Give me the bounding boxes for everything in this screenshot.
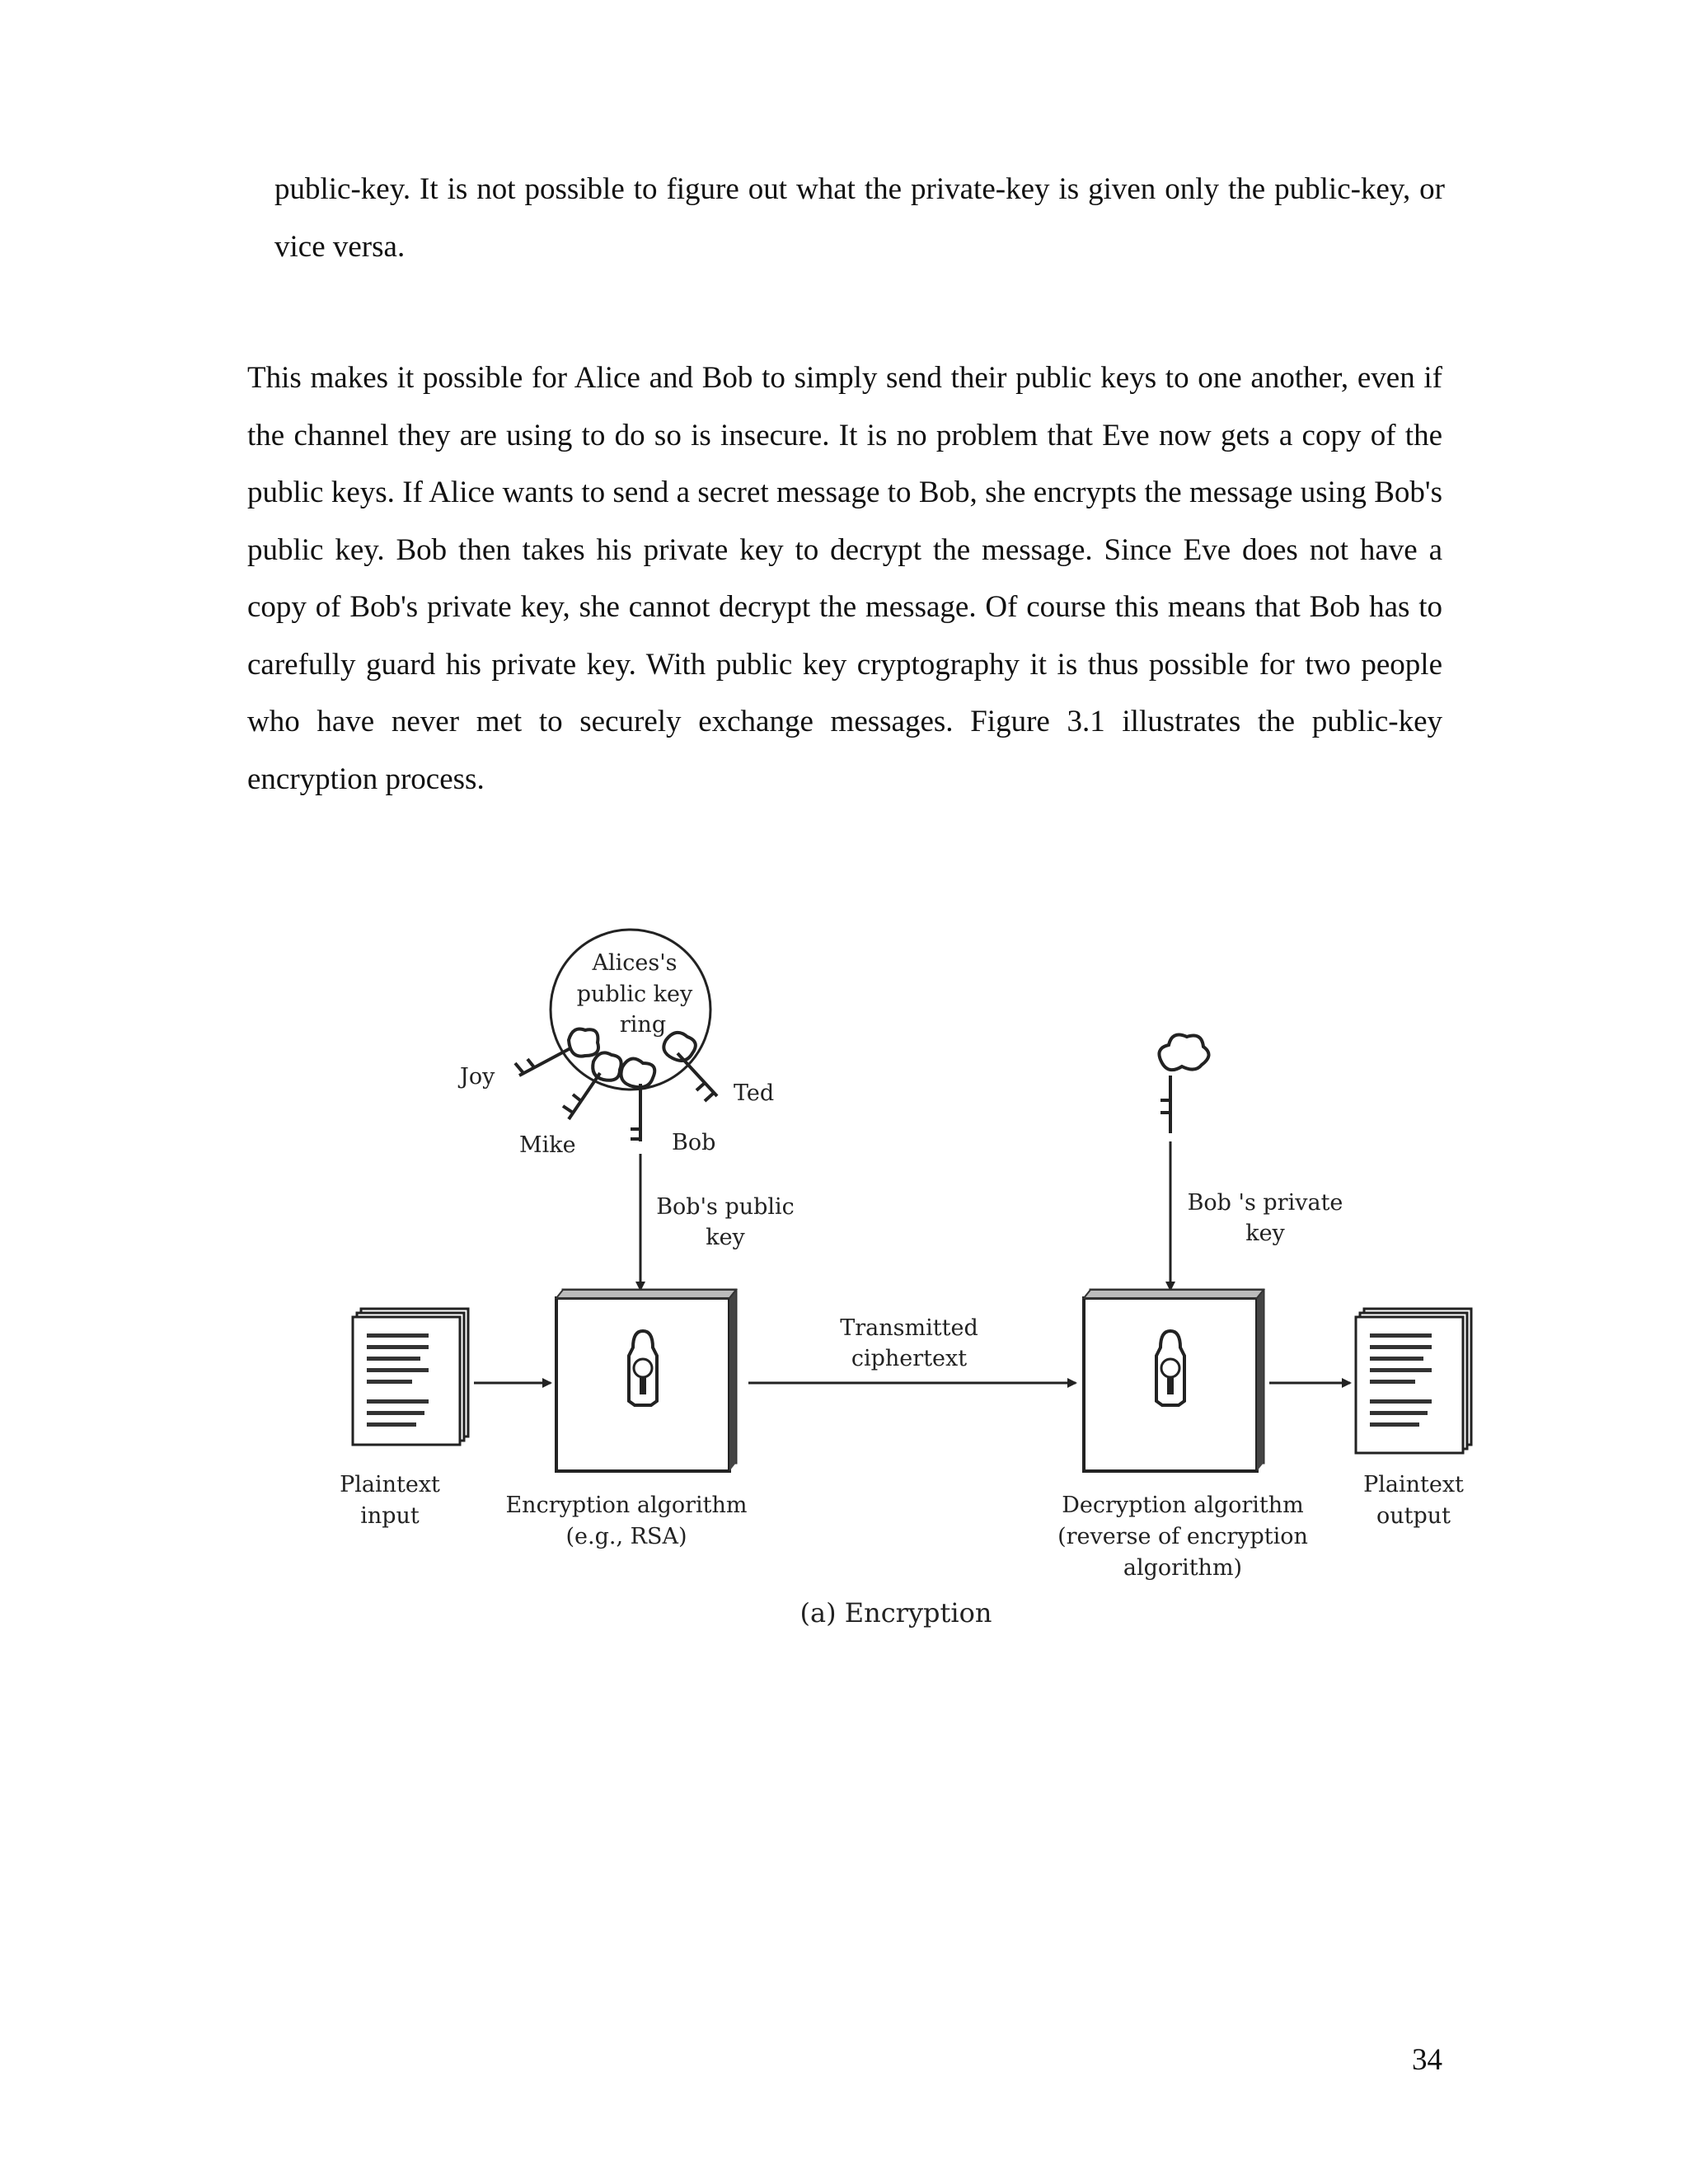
page-number: 34: [1412, 2043, 1442, 2077]
decryption-lock-icon: [1082, 1288, 1265, 1473]
body-paragraph-text: This makes it possible for Alice and Bob…: [247, 361, 1442, 796]
private-key-icon: [1157, 1033, 1211, 1133]
bobs-private-key-label-1: Bob 's private: [1188, 1190, 1343, 1216]
decryption-algorithm-label-1: Decryption algorithm: [1062, 1493, 1304, 1518]
plaintext-output-label-1: Plaintext: [1363, 1472, 1464, 1497]
continued-paragraph: public-key. It is not possible to figure…: [274, 161, 1445, 276]
joy-label: Joy: [457, 1064, 495, 1090]
decryption-algorithm-label-3: algorithm): [1123, 1555, 1242, 1581]
continued-paragraph-text: public-key. It is not possible to figure…: [274, 172, 1445, 264]
bobs-public-key-label-2: key: [706, 1225, 745, 1250]
transmitted-label-1: Transmitted: [840, 1315, 978, 1341]
body-paragraph: This makes it possible for Alice and Bob…: [247, 349, 1442, 808]
encryption-figure: Alices's public key ring: [247, 857, 1665, 1788]
key-ring-title-3: ring: [620, 1012, 666, 1038]
figure-caption: (a) Encryption: [800, 1597, 992, 1629]
key-ring-title-1: Alices's: [591, 950, 677, 976]
ted-label: Ted: [734, 1080, 774, 1106]
bob-label: Bob: [672, 1130, 715, 1155]
decryption-algorithm-label-2: (reverse of encryption: [1057, 1524, 1308, 1549]
encryption-algorithm-label-1: Encryption algorithm: [505, 1493, 747, 1518]
plaintext-input-document-icon: [351, 1307, 470, 1446]
bobs-private-key-label-2: key: [1245, 1221, 1285, 1246]
mike-key-icon: [561, 1051, 623, 1121]
key-ring: Alices's public key ring: [549, 928, 712, 1091]
encryption-lock-icon: [555, 1288, 738, 1473]
key-ring-title-2: public key: [577, 982, 693, 1007]
plaintext-output-label-2: output: [1376, 1503, 1451, 1529]
plaintext-input-label-1: Plaintext: [340, 1472, 440, 1497]
bob-key-icon: [619, 1057, 657, 1141]
ted-key-icon: [662, 1030, 719, 1103]
joy-key-icon: [513, 1027, 600, 1077]
mike-label: Mike: [519, 1132, 576, 1158]
encryption-diagram: Alices's public key ring: [340, 928, 1473, 1629]
transmitted-label-2: ciphertext: [851, 1346, 967, 1371]
plaintext-output-document-icon: [1354, 1307, 1473, 1455]
encryption-algorithm-label-2: (e.g., RSA): [566, 1524, 687, 1549]
plaintext-input-label-2: input: [360, 1503, 420, 1529]
bobs-public-key-label-1: Bob's public: [656, 1194, 795, 1220]
